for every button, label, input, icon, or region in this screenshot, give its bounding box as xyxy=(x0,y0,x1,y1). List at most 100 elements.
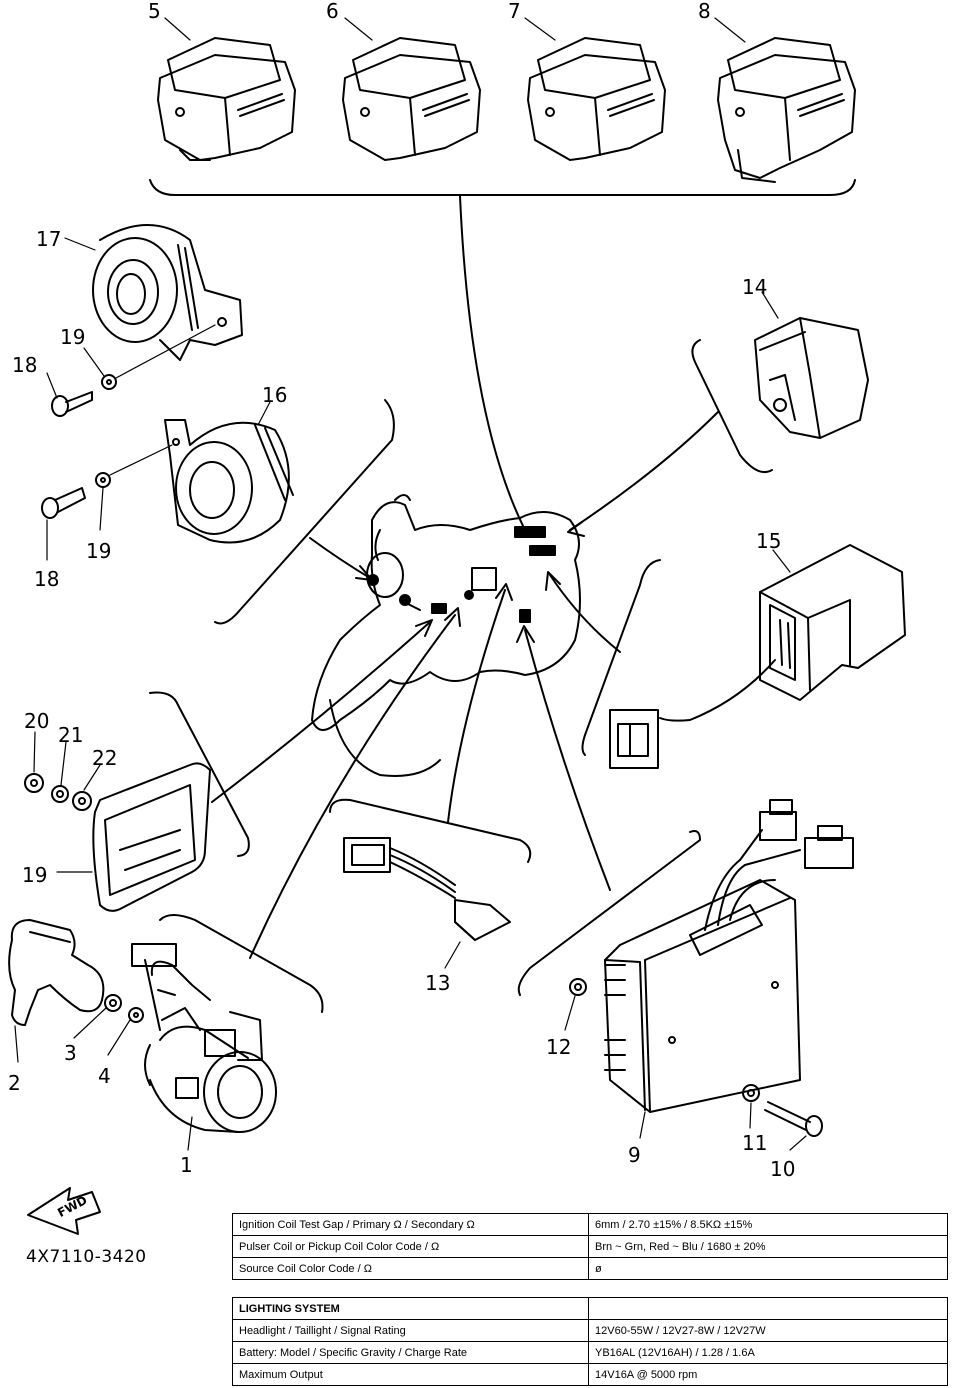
callout-4: 4 xyxy=(98,1064,111,1088)
spec-label: Battery: Model / Specific Gravity / Char… xyxy=(232,1341,589,1364)
table-header-blank xyxy=(588,1297,948,1320)
callout-3: 3 xyxy=(64,1041,77,1065)
relay-5 xyxy=(157,37,296,161)
relay-6 xyxy=(342,37,481,161)
spec-label: Maximum Output xyxy=(232,1363,589,1386)
bolt-18-lower xyxy=(41,487,86,519)
callout-19-lower: 19 xyxy=(86,539,111,563)
leader-line xyxy=(459,195,526,531)
arrow-head xyxy=(545,571,561,591)
spec-value: 6mm / 2.70 ±15% / 8.5KΩ ±15% xyxy=(588,1213,948,1236)
nut-3 xyxy=(104,994,122,1012)
relay-7 xyxy=(527,37,666,161)
motorcycle-outline xyxy=(311,494,581,777)
spec-value: 12V60-55W / 12V27-8W / 12V27W xyxy=(588,1319,948,1342)
leader-line xyxy=(549,574,621,653)
spec-value: ø xyxy=(588,1257,948,1280)
leader-line xyxy=(569,411,719,531)
top-group-bracket xyxy=(149,179,856,196)
callout-7: 7 xyxy=(508,0,521,23)
relay-8 xyxy=(717,37,856,183)
leader-line xyxy=(447,589,506,823)
horn-16 xyxy=(164,419,294,544)
table-header-row: LIGHTING SYSTEM xyxy=(232,1297,948,1320)
spec-label: Headlight / Taillight / Signal Rating xyxy=(232,1319,589,1342)
leader-line xyxy=(211,621,431,803)
table-row: Maximum Output 14V16A @ 5000 rpm xyxy=(232,1363,948,1386)
callout-13: 13 xyxy=(425,971,450,995)
clamp-2 xyxy=(8,919,105,1026)
callout-18-lower: 18 xyxy=(34,567,59,591)
lens-plate-20 xyxy=(92,762,211,912)
washer-11 xyxy=(742,1084,760,1102)
callout-10: 10 xyxy=(770,1157,795,1181)
lighting-spec-table: LIGHTING SYSTEM Headlight / Taillight / … xyxy=(232,1297,948,1386)
callout-21: 20 xyxy=(24,709,49,733)
callout-14: 14 xyxy=(742,275,767,299)
callout-23: 22 xyxy=(92,746,117,770)
ignition-spec-table: Ignition Coil Test Gap / Primary Ω / Sec… xyxy=(232,1213,948,1280)
bolt-10 xyxy=(764,1101,823,1137)
group-bracket-13 xyxy=(329,798,532,863)
washer-23 xyxy=(72,791,92,811)
callout-11: 11 xyxy=(742,1131,767,1155)
group-bracket-20 xyxy=(149,691,250,857)
callout-18-upper: 18 xyxy=(12,353,37,377)
harness-13 xyxy=(343,837,511,941)
callout-9: 9 xyxy=(628,1143,641,1167)
group-bracket-15 xyxy=(581,559,661,756)
forward-arrow-icon: FWD xyxy=(27,1187,101,1235)
table-row: Source Coil Color Code / Ω ø xyxy=(232,1257,948,1280)
arrow-head xyxy=(567,521,585,537)
table-row: Pulser Coil or Pickup Coil Color Code / … xyxy=(232,1235,948,1258)
spec-label: Source Coil Color Code / Ω xyxy=(232,1257,589,1280)
nut-12 xyxy=(569,978,587,996)
group-bracket-14 xyxy=(691,339,773,474)
relay-14 xyxy=(754,317,869,439)
leader-line xyxy=(524,629,611,891)
spec-label: Pulser Coil or Pickup Coil Color Code / … xyxy=(232,1235,589,1258)
table-row: Ignition Coil Test Gap / Primary Ω / Sec… xyxy=(232,1213,948,1236)
washer-22 xyxy=(51,785,69,803)
nut-21 xyxy=(24,773,44,793)
diagram-part-code: 4X7110-3420 xyxy=(26,1247,147,1267)
callout-17: 17 xyxy=(36,227,61,251)
callout-20: 19 xyxy=(22,863,47,887)
group-bracket-9 xyxy=(517,830,701,996)
leader-line xyxy=(249,614,456,959)
leader-line xyxy=(115,324,216,379)
leader-line xyxy=(309,537,371,579)
callout-16: 16 xyxy=(262,383,287,407)
regulator-9 xyxy=(604,799,854,1113)
callout-2: 2 xyxy=(8,1071,21,1095)
callout-15: 15 xyxy=(756,529,781,553)
table-row: Headlight / Taillight / Signal Rating 12… xyxy=(232,1319,948,1342)
arrow-head xyxy=(495,583,513,601)
arrow-head xyxy=(516,625,535,643)
spec-value: 14V16A @ 5000 rpm xyxy=(588,1363,948,1386)
washer-19-lower xyxy=(95,472,111,488)
group-bracket-1 xyxy=(159,914,324,1013)
horn-group-bracket xyxy=(214,399,395,625)
bolt-18-upper xyxy=(51,391,93,417)
spec-label: Ignition Coil Test Gap / Primary Ω / Sec… xyxy=(232,1213,589,1236)
leader-line xyxy=(109,444,173,476)
unit-15 xyxy=(609,544,906,769)
table-row: Battery: Model / Specific Gravity / Char… xyxy=(232,1341,948,1364)
callout-22: 21 xyxy=(58,723,83,747)
callout-1: 1 xyxy=(180,1153,193,1177)
washer-19-upper xyxy=(101,374,117,390)
spec-value: Brn ~ Grn, Red ~ Blu / 1680 ± 20% xyxy=(588,1235,948,1258)
callout-8: 8 xyxy=(698,0,711,23)
callout-leaders xyxy=(14,17,807,1151)
callout-6: 6 xyxy=(326,0,339,23)
callout-5: 5 xyxy=(148,0,161,23)
callout-19-upper: 19 xyxy=(60,325,85,349)
callout-12: 12 xyxy=(546,1035,571,1059)
coil-1 xyxy=(131,943,277,1133)
table-header: LIGHTING SYSTEM xyxy=(232,1297,589,1320)
horn-17 xyxy=(92,224,243,361)
arrow-head xyxy=(444,607,461,627)
spec-value: YB16AL (12V16AH) / 1.28 / 1.6A xyxy=(588,1341,948,1364)
